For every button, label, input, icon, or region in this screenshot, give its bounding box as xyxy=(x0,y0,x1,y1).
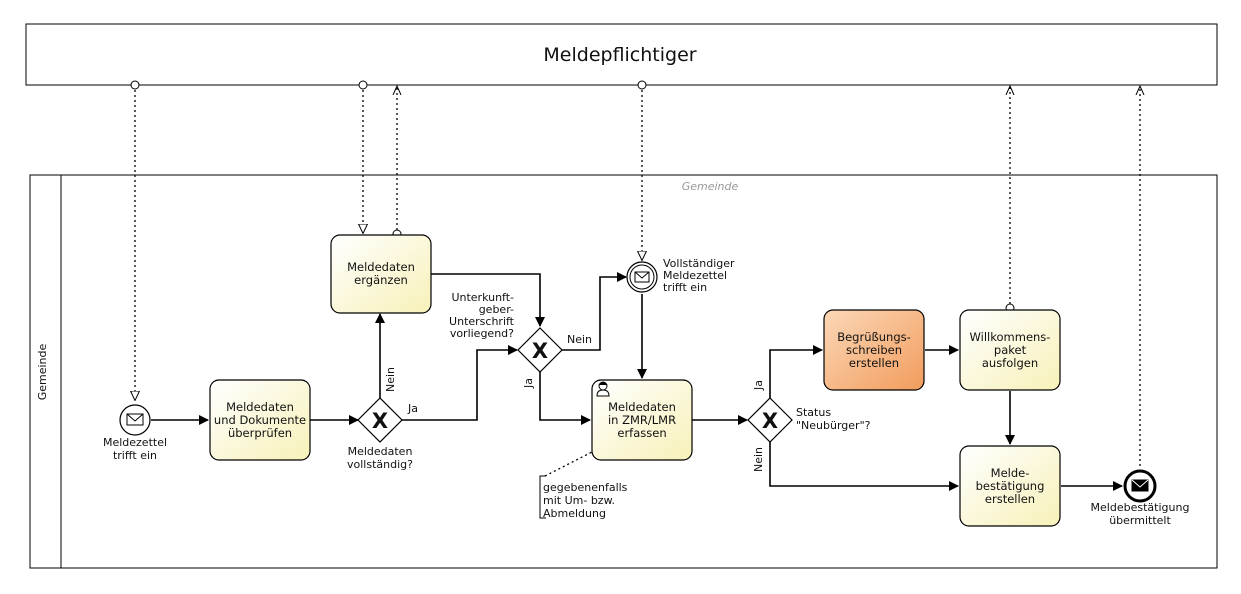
gateway-vollstaendig-no: Nein xyxy=(384,367,397,392)
gateway-status-no: Nein xyxy=(752,447,765,472)
svg-text:erstellen: erstellen xyxy=(985,492,1035,506)
task-bestaetigung[interactable]: Melde- bestätigung erstellen xyxy=(959,445,1061,527)
svg-text:Willkommens-: Willkommens- xyxy=(970,330,1051,344)
envelope-filled-icon xyxy=(1131,479,1149,492)
svg-text:Meldezettel: Meldezettel xyxy=(663,269,727,282)
svg-text:Begrüßungs-: Begrüßungs- xyxy=(837,330,911,344)
svg-text:übermittelt: übermittelt xyxy=(1109,514,1171,527)
svg-text:ergänzen: ergänzen xyxy=(354,273,408,287)
task-willkommen[interactable]: Willkommens- paket ausfolgen xyxy=(959,309,1061,391)
svg-text:Unterschrift: Unterschrift xyxy=(449,315,515,328)
svg-text:geber-: geber- xyxy=(479,303,514,316)
svg-text:trifft ein: trifft ein xyxy=(663,281,707,294)
lane-label: Gemeinde xyxy=(36,343,49,400)
intermediate-event[interactable] xyxy=(626,261,658,293)
message-flow-origins xyxy=(130,80,1015,313)
svg-text:erstellen: erstellen xyxy=(849,356,899,370)
x-icon: X xyxy=(762,409,778,433)
svg-text:Meldedaten: Meldedaten xyxy=(608,400,676,414)
gateway-unterschrift-label: Unterkunft- xyxy=(451,291,514,304)
end-event[interactable] xyxy=(1123,469,1157,503)
svg-text:Meldedaten: Meldedaten xyxy=(226,400,294,414)
svg-text:und Dokumente: und Dokumente xyxy=(214,413,306,427)
lane-title: Gemeinde xyxy=(682,180,739,193)
gateway-status[interactable]: X xyxy=(747,397,793,443)
external-pool-title: Meldepflichtiger xyxy=(543,44,696,66)
user-icon xyxy=(596,381,610,397)
envelope-icon xyxy=(126,413,144,426)
svg-text:trifft ein: trifft ein xyxy=(113,449,157,462)
message-flows xyxy=(135,86,1140,466)
gateway-unterschrift[interactable]: X xyxy=(517,327,563,373)
gateway-status-label: Status xyxy=(796,406,831,419)
envelope-icon xyxy=(634,271,650,283)
svg-text:Meldedaten: Meldedaten xyxy=(347,260,415,274)
gateway-vollstaendig-yes: Ja xyxy=(407,402,418,415)
gateway-unterschrift-no: Nein xyxy=(567,333,592,346)
intermediate-event-label: Vollständiger xyxy=(663,257,735,270)
task-pruefen[interactable]: Meldedaten und Dokumente überprüfen xyxy=(209,379,311,461)
x-icon: X xyxy=(372,409,388,433)
svg-text:Abmeldung: Abmeldung xyxy=(543,507,606,520)
svg-text:Melde-: Melde- xyxy=(991,466,1030,480)
sequence-flows xyxy=(151,272,1123,491)
task-ergaenzen[interactable]: Meldedaten ergänzen xyxy=(330,234,432,314)
gateway-status-yes: Ja xyxy=(752,380,765,391)
svg-text:überprüfen: überprüfen xyxy=(228,426,292,440)
text-annotation: gegebenenfalls mit Um- bzw. Abmeldung xyxy=(539,451,628,520)
svg-text:in ZMR/LMR: in ZMR/LMR xyxy=(608,413,676,427)
gateway-unterschrift-yes: Ja xyxy=(522,378,535,389)
svg-text:ausfolgen: ausfolgen xyxy=(982,356,1038,370)
svg-text:mit Um- bzw.: mit Um- bzw. xyxy=(543,494,615,507)
svg-text:schreiben: schreiben xyxy=(846,343,902,357)
svg-text:erfassen: erfassen xyxy=(617,426,666,440)
svg-text:vorliegend?: vorliegend? xyxy=(450,327,514,340)
start-event[interactable] xyxy=(119,404,151,436)
start-event-label: Meldezettel xyxy=(103,436,167,449)
svg-text:bestätigung: bestätigung xyxy=(976,479,1045,493)
svg-text:"Neubürger"?: "Neubürger"? xyxy=(796,419,871,432)
task-erfassen[interactable]: Meldedaten in ZMR/LMR erfassen xyxy=(591,379,693,461)
gateway-vollstaendig-label: Meldedaten xyxy=(348,445,413,458)
svg-text:paket: paket xyxy=(994,343,1027,357)
svg-text:gegebenenfalls: gegebenenfalls xyxy=(543,481,628,494)
task-begruessung[interactable]: Begrüßungs- schreiben erstellen xyxy=(823,309,925,391)
gateway-vollstaendig[interactable]: X xyxy=(357,397,403,443)
end-event-label: Meldebestätigung xyxy=(1091,501,1190,514)
external-pool xyxy=(25,23,1218,86)
x-icon: X xyxy=(532,339,548,363)
svg-text:vollständig?: vollständig? xyxy=(347,458,413,471)
